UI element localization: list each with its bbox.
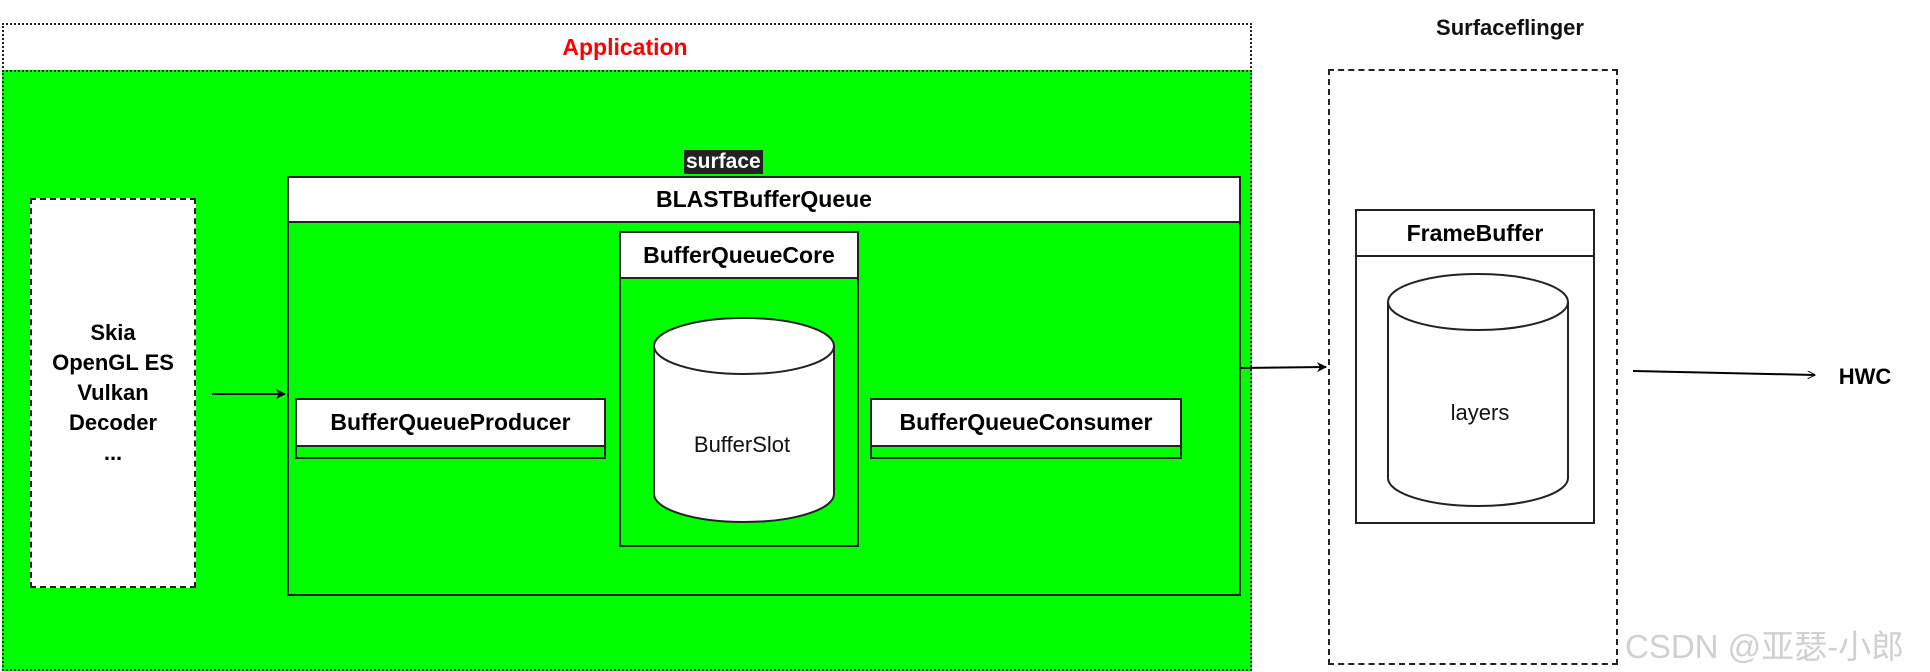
graphics-api-box: Skia OpenGL ES Vulkan Decoder ... bbox=[30, 198, 196, 588]
buffer-queue-producer-title: BufferQueueProducer bbox=[295, 398, 606, 447]
bufferslot-label: BufferSlot bbox=[693, 432, 791, 457]
api-decoder: Decoder bbox=[68, 410, 158, 435]
api-vulkan: Vulkan bbox=[77, 380, 149, 405]
api-ellipsis: ... bbox=[103, 440, 123, 465]
api-opengl-es: OpenGL ES bbox=[52, 350, 174, 375]
arrow-surfaceflinger-to-hwc bbox=[1632, 370, 1815, 375]
layers-label: layers bbox=[1450, 400, 1510, 425]
surfaceflinger-title: Surfaceflinger bbox=[1436, 15, 1584, 40]
buffer-queue-core-title: BufferQueueCore bbox=[619, 231, 859, 279]
blast-buffer-queue-title: BLASTBufferQueue bbox=[287, 176, 1241, 223]
layers-cylinder bbox=[1387, 273, 1569, 507]
surfaceflinger-frame bbox=[1328, 69, 1618, 665]
hwc-label: HWC bbox=[1838, 364, 1892, 389]
bufferslot-cylinder bbox=[653, 317, 835, 523]
framebuffer-title: FrameBuffer bbox=[1355, 209, 1595, 257]
buffer-queue-consumer-title: BufferQueueConsumer bbox=[870, 398, 1182, 447]
watermark-text: CSDN @亚瑟-小郎 bbox=[1625, 628, 1905, 665]
application-region bbox=[2, 70, 1252, 671]
api-skia: Skia bbox=[90, 320, 136, 345]
application-title: Application bbox=[562, 33, 688, 60]
arrow-blast-to-surfaceflinger bbox=[1240, 362, 1327, 373]
surface-label: surface bbox=[684, 150, 763, 174]
